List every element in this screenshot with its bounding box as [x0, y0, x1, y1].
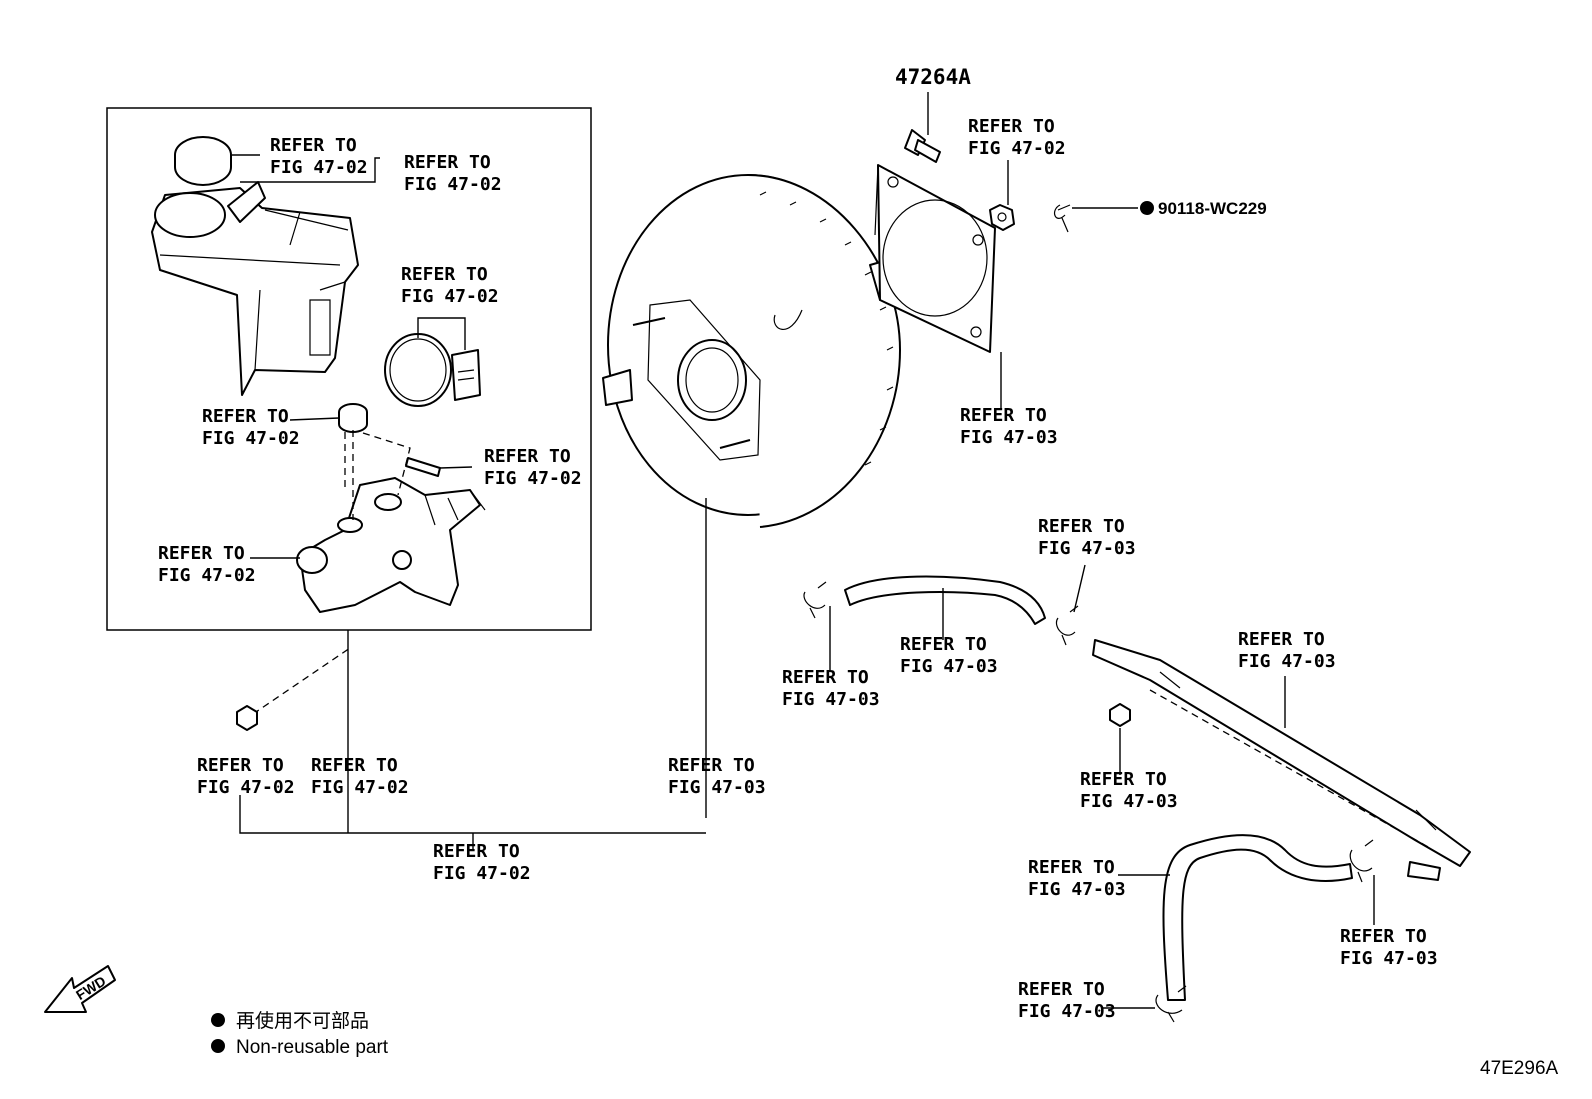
gasket-plate-illustration: [874, 164, 996, 353]
fwd-arrow-icon: FWD: [44, 965, 116, 1013]
legend-japanese: 再使用不可部品: [236, 1010, 369, 1032]
figure-id: 47E296A: [1480, 1058, 1559, 1079]
reservoir-tank-illustration: [151, 181, 359, 396]
grommet-illustration: [338, 403, 368, 433]
legend-english: Non-reusable part: [236, 1037, 389, 1058]
master-cylinder-illustration: [296, 477, 486, 613]
pin-illustration: [405, 457, 441, 477]
part-number-bolt: 47264A: [895, 65, 971, 89]
legend-dot-en: [211, 1039, 225, 1053]
part-number-clip: 90118-WC229: [1158, 199, 1267, 218]
leader-lines-hoses: [829, 564, 1375, 1009]
clip-illustration: [1053, 204, 1071, 233]
filter-illustration: [451, 349, 481, 401]
dashed-guide-lines: [344, 430, 411, 520]
legend: 再使用不可部品 Non-reusable part: [211, 1010, 389, 1058]
non-reusable-dot-clip: [1140, 201, 1154, 215]
bottom-brackets: [236, 630, 706, 850]
master-cylinder-frame: [106, 107, 592, 631]
legend-dot-jp: [211, 1013, 225, 1027]
reservoir-cap-illustration: [174, 136, 232, 186]
leader-lines-booster: [705, 92, 1138, 818]
bolt-47264A-illustration: [904, 129, 941, 163]
leader-lines-inset: [232, 154, 473, 559]
brake-booster-illustration: [602, 174, 913, 528]
dashed-guide-lines-hose: [1149, 689, 1431, 849]
o-ring-illustration: [384, 333, 452, 407]
nut-illustration: [989, 204, 1015, 231]
vacuum-hose-illustration: [803, 575, 1471, 1023]
